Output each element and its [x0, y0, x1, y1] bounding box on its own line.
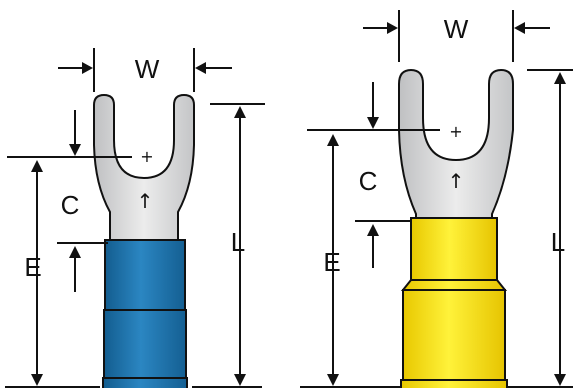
left-c-dimension	[7, 110, 132, 292]
left-w-label: W	[135, 54, 160, 84]
right-insulation-bottom	[400, 379, 508, 388]
left-c-label: C	[61, 190, 80, 220]
right-insulation-barrel	[402, 289, 506, 383]
right-l-dimension	[507, 69, 573, 388]
right-w-dimension	[363, 10, 550, 62]
left-stud-hole-marker: +	[140, 147, 153, 166]
left-insulation-barrel	[103, 309, 187, 381]
right-insulation-sleeve	[410, 217, 498, 281]
right-e-label: E	[323, 247, 340, 277]
right-insulation-taper	[400, 279, 508, 291]
right-c-label: C	[359, 166, 378, 196]
right-center-arrow: ↑	[448, 169, 465, 193]
left-insulation-bottom	[102, 377, 188, 388]
right-w-label: W	[444, 14, 469, 44]
left-insulation-sleeve	[104, 239, 186, 311]
right-l-label: L	[551, 227, 565, 257]
left-l-label: L	[231, 227, 245, 257]
left-e-label: E	[24, 252, 41, 282]
right-stud-hole-marker: +	[449, 122, 462, 141]
left-e-dimension	[5, 160, 100, 388]
right-terminal: + ↑ W C E	[300, 10, 573, 388]
left-fork-tongue	[93, 93, 195, 245]
left-terminal: + ↑ W C E	[5, 48, 265, 388]
right-e-dimension	[300, 134, 400, 388]
left-w-dimension	[58, 48, 232, 92]
left-center-arrow: ↑	[137, 189, 154, 213]
right-fork-tongue	[398, 68, 514, 223]
right-c-dimension	[307, 82, 440, 268]
left-l-dimension	[192, 103, 265, 388]
